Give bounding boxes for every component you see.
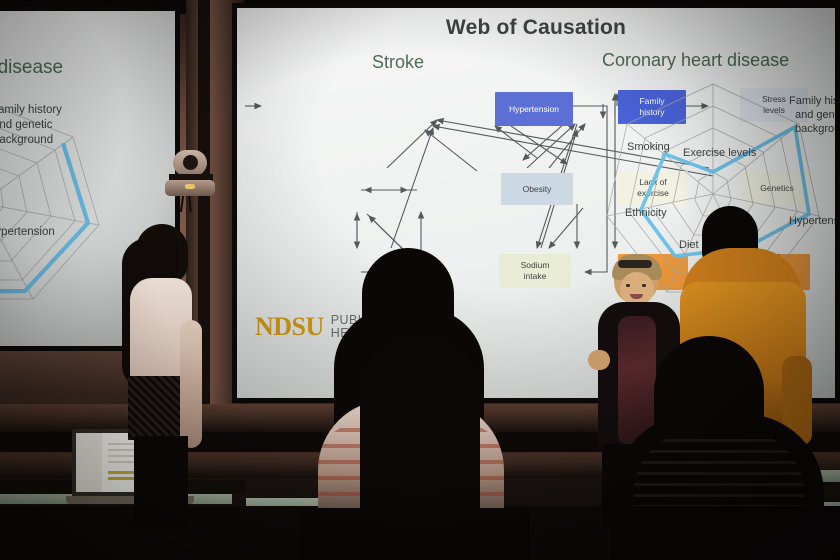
node-stress-levels: Stress levels [740, 88, 808, 122]
right-radar-label-family-3: background [795, 123, 840, 135]
left-radar-chart: Family history and genetic background Hy… [0, 104, 100, 300]
node-hypertension: Hypertension [495, 92, 573, 126]
right-radar-label-hypertension: Hypertension [789, 215, 840, 227]
node-label: Stress levels [761, 94, 787, 115]
left-radar-series [0, 142, 91, 294]
person-seated-center [300, 248, 530, 560]
left-radar-label-family-1: Family history [0, 104, 62, 116]
node-label: Lack of exercise [637, 177, 669, 198]
node-genetics: Genetics [742, 171, 812, 205]
left-radar-label-family-2: and genetic [0, 119, 53, 131]
node-obesity: Obesity [501, 173, 573, 205]
ptz-conference-camera-icon [163, 150, 219, 213]
node-label: Obesity [522, 183, 552, 194]
right-radar-label-family-1: Family history [789, 95, 840, 107]
node-label: Sodium intake [520, 260, 550, 281]
pillar-shadow [198, 0, 210, 430]
right-radar-label-exercise: Exercise levels [683, 147, 757, 159]
slide-title: Web of Causation [445, 16, 627, 39]
right-radar-label-family-2: and genetic [795, 109, 840, 121]
ndsu-wordmark: NDSU [255, 312, 324, 341]
section-title-stroke: Stroke [372, 52, 425, 72]
section-title-coronary: Coronary heart disease [602, 50, 790, 70]
main-screen-frame [232, 3, 840, 403]
person-seated-right [610, 336, 840, 560]
right-radar-label-smoking: Smoking [627, 141, 670, 153]
node-label: Hypertension [508, 103, 560, 114]
person-woman-left [108, 224, 228, 528]
laptop-base [66, 496, 194, 504]
right-radar-label-ethnicity: Ethnicity [625, 207, 667, 219]
node-label: Genetics [760, 182, 794, 193]
node-sodium-intake: Sodium intake [499, 254, 571, 288]
right-radar-label-diet: Diet [679, 239, 699, 251]
left-radar-label-hypertension: Hypertension [0, 226, 55, 238]
main-screen-surface: Web of Causation Stroke Coronary heart d… [237, 8, 840, 398]
right-radar-chart: Family history and genetic background Hy… [606, 83, 840, 293]
left-screen-title: heart disease [0, 57, 64, 78]
left-radar-label-family-3: background [0, 134, 53, 146]
